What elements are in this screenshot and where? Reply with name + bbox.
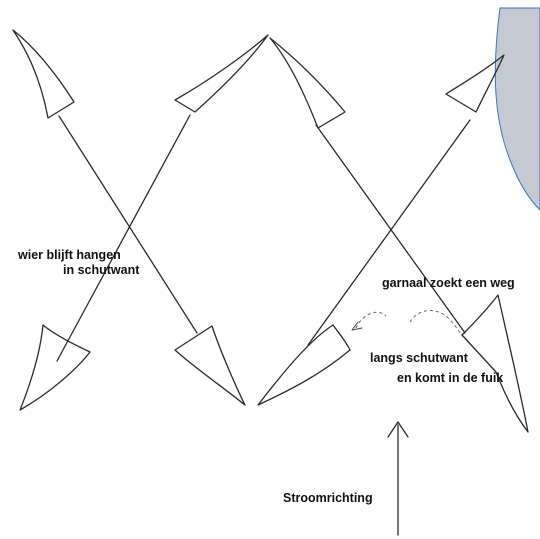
label-stroomrichting: Stroomrichting [283,491,373,505]
funnel-top-left [12,29,75,119]
label-garnaal: garnaal zoekt een weg [382,276,515,290]
funnel-bottom-left [19,324,91,411]
funnel-bottom-center-left [174,325,246,406]
label-wier-line2: in schutwant [63,263,140,277]
label-langs-line1: langs schutwant [370,351,468,365]
shrimp-path-dashed [355,310,463,337]
funnel-bottom-center [257,324,351,406]
funnel-bottom-right [461,294,529,433]
label-langs-line2: en komt in de fuik [397,371,504,385]
current-direction-arrowhead [387,421,409,438]
fuik-net-area [494,7,540,211]
schutwant-line-left-up [56,114,191,362]
label-wier-line1: wier blijft hangen [18,248,121,262]
funnel-top-center-left [174,34,269,113]
schutwant-line-right-down [315,124,466,334]
funnel-top-right [445,54,505,113]
schutwant-line-left-down [58,115,198,334]
funnel-top-center-right [269,37,346,129]
schutwant-line-right-up [307,119,471,346]
shrimp-path-arrowhead [351,321,363,331]
